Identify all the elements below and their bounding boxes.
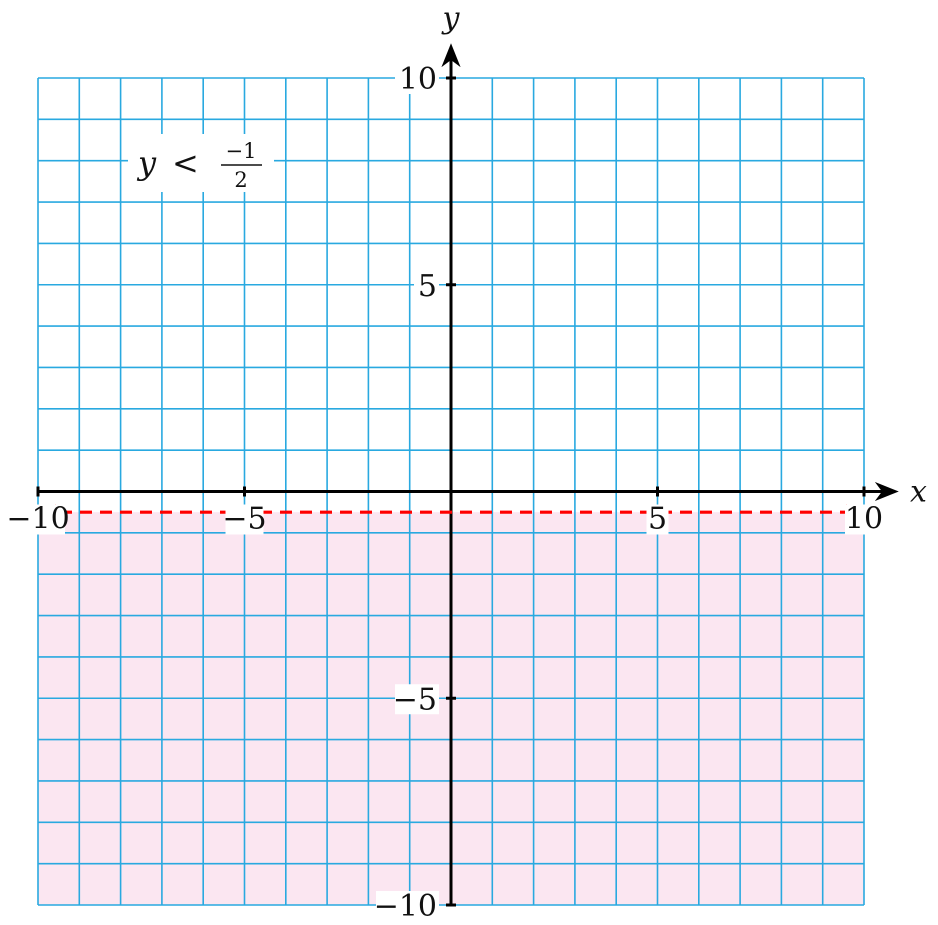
x-tick-label-bg bbox=[845, 504, 883, 535]
x-tick-label: −5 bbox=[222, 502, 266, 537]
inequality-denominator: 2 bbox=[234, 168, 247, 192]
x-axis-label: x bbox=[910, 475, 927, 510]
inequality-label: y < −1 2 bbox=[128, 134, 274, 192]
y-tick-label-bg bbox=[376, 891, 439, 921]
inequality-operator: < bbox=[172, 144, 199, 182]
y-tick-label: 5 bbox=[418, 269, 437, 304]
y-tick-label-bg bbox=[395, 684, 439, 715]
x-tick-label: 10 bbox=[845, 502, 883, 537]
y-axis-label: y bbox=[441, 1, 461, 36]
inequality-numerator: −1 bbox=[226, 139, 257, 163]
y-tick-label: −10 bbox=[374, 889, 437, 924]
x-tick-label-bg bbox=[11, 504, 65, 535]
y-tick-label: 10 bbox=[399, 62, 437, 97]
x-tick-label: −10 bbox=[6, 502, 69, 537]
inequality-label-bg bbox=[128, 134, 274, 192]
inequality-lhs: y bbox=[136, 144, 157, 182]
y-tick-label: −5 bbox=[393, 682, 437, 717]
x-tick-label: 5 bbox=[648, 502, 667, 537]
x-tick-label-bg bbox=[225, 504, 264, 535]
x-tick-label-bg bbox=[646, 504, 669, 535]
y-tick-label-bg bbox=[414, 270, 439, 301]
y-tick-label-bg bbox=[395, 64, 439, 94]
